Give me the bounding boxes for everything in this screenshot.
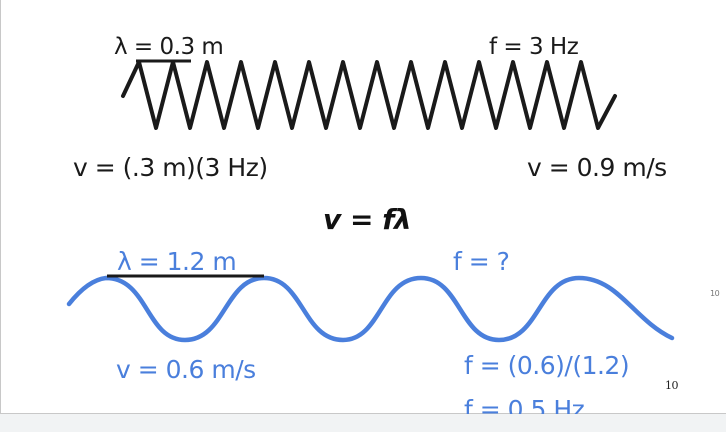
top-velocity-result: v = 0.9 m/s <box>527 153 667 182</box>
page-number-small: 10 <box>710 289 720 298</box>
top-frequency-label: f = 3 Hz <box>489 34 579 60</box>
bottom-wavelength-label: λ = 1.2 m <box>117 247 237 276</box>
top-wavelength-label: λ = 0.3 m <box>114 34 224 60</box>
wave-equation: v = fλ <box>323 203 412 236</box>
top-velocity-calculation: v = (.3 m)(3 Hz) <box>73 153 268 182</box>
bottom-frequency-label: f = ? <box>453 247 510 276</box>
bottom-frequency-calculation: f = (0.6)/(1.2) <box>464 351 630 380</box>
bottom-toolbar-strip <box>0 414 726 432</box>
slide-canvas: λ = 0.3 m f = 3 Hz v = (.3 m)(3 Hz) v = … <box>0 0 726 422</box>
page-number-serif: 10 <box>665 379 679 392</box>
short-wavelength-wave <box>121 60 617 130</box>
bottom-velocity-label: v = 0.6 m/s <box>116 355 256 384</box>
long-wavelength-wave <box>66 275 675 343</box>
wave-drawing <box>66 59 675 343</box>
